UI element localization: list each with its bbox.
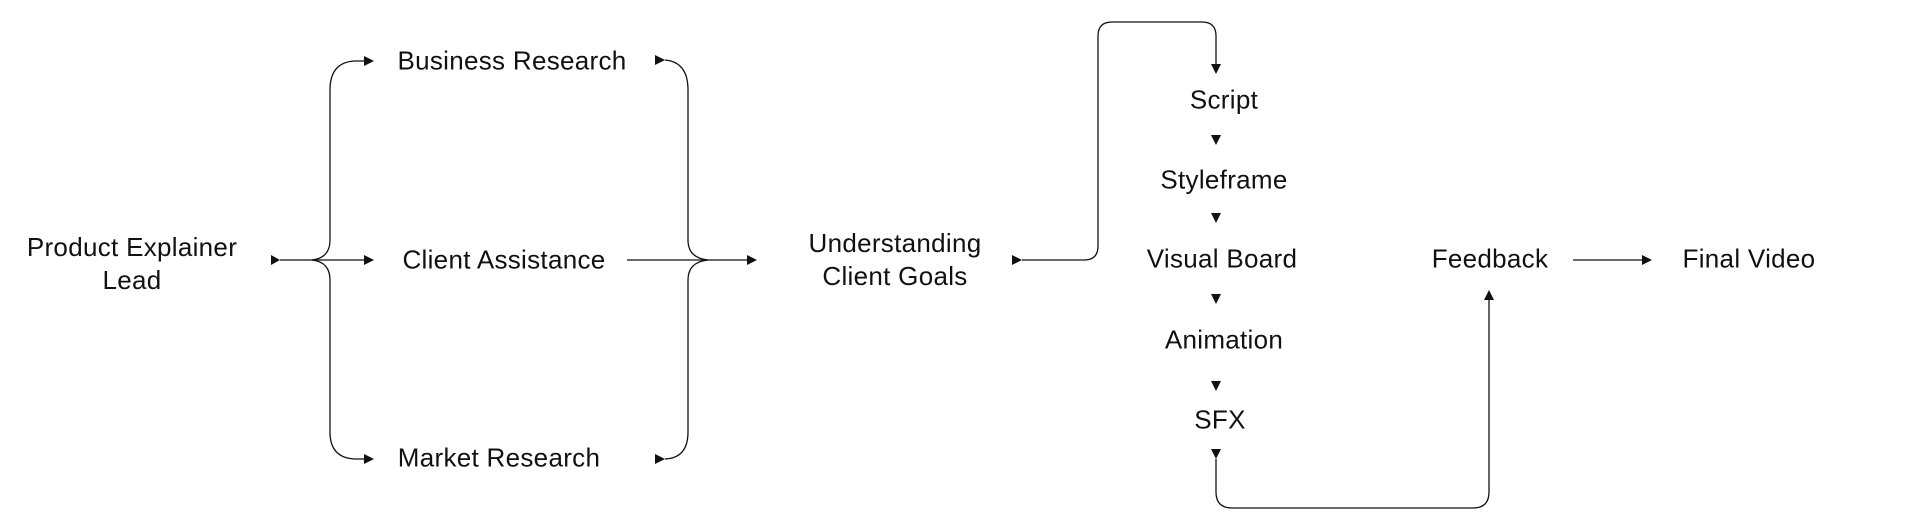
edge-understanding-to-script — [1022, 21, 1217, 261]
node-styleframe: Styleframe — [1160, 164, 1288, 195]
arrowhead-styleframe — [1211, 135, 1221, 145]
edge-sfx-to-feedback — [1215, 300, 1490, 509]
edge-lead-to-market-research — [311, 259, 364, 460]
edge-business-research-to-understanding — [664, 59, 709, 261]
arrowhead-client-assistance — [364, 255, 374, 265]
arrowhead-final-video — [1642, 255, 1652, 265]
arrowhead-script — [1211, 64, 1221, 74]
edge-lead-to-business-research — [311, 60, 364, 261]
arrowhead-sfx-out — [1211, 449, 1221, 459]
node-product-explainer-lead: Product Explainer Lead — [26, 232, 238, 295]
node-feedback: Feedback — [1431, 243, 1549, 274]
node-sfx: SFX — [1194, 404, 1246, 435]
node-client-assistance: Client Assistance — [402, 244, 606, 275]
arrowhead-market-research — [364, 454, 374, 464]
node-visual-board: Visual Board — [1146, 243, 1298, 274]
arrowhead-understanding-out — [1012, 255, 1022, 265]
node-business-research: Business Research — [397, 45, 627, 76]
edge-market-research-to-understanding — [664, 259, 709, 460]
arrowhead-business-research — [364, 56, 374, 66]
node-animation: Animation — [1164, 324, 1284, 355]
node-market-research: Market Research — [397, 442, 601, 473]
node-final-video: Final Video — [1682, 243, 1816, 274]
arrowhead-visual-board — [1211, 213, 1221, 223]
node-script: Script — [1189, 84, 1259, 115]
arrowhead-understanding — [747, 255, 757, 265]
lead-output-arrowhead — [271, 255, 280, 265]
arrowhead-feedback — [1484, 290, 1494, 300]
node-understanding-client-goals: Understanding Client Goals — [808, 228, 982, 291]
arrowhead-business-research-out — [655, 55, 665, 65]
arrowhead-sfx — [1211, 381, 1221, 391]
arrowhead-market-research-out — [655, 454, 665, 464]
arrowhead-animation — [1211, 294, 1221, 304]
